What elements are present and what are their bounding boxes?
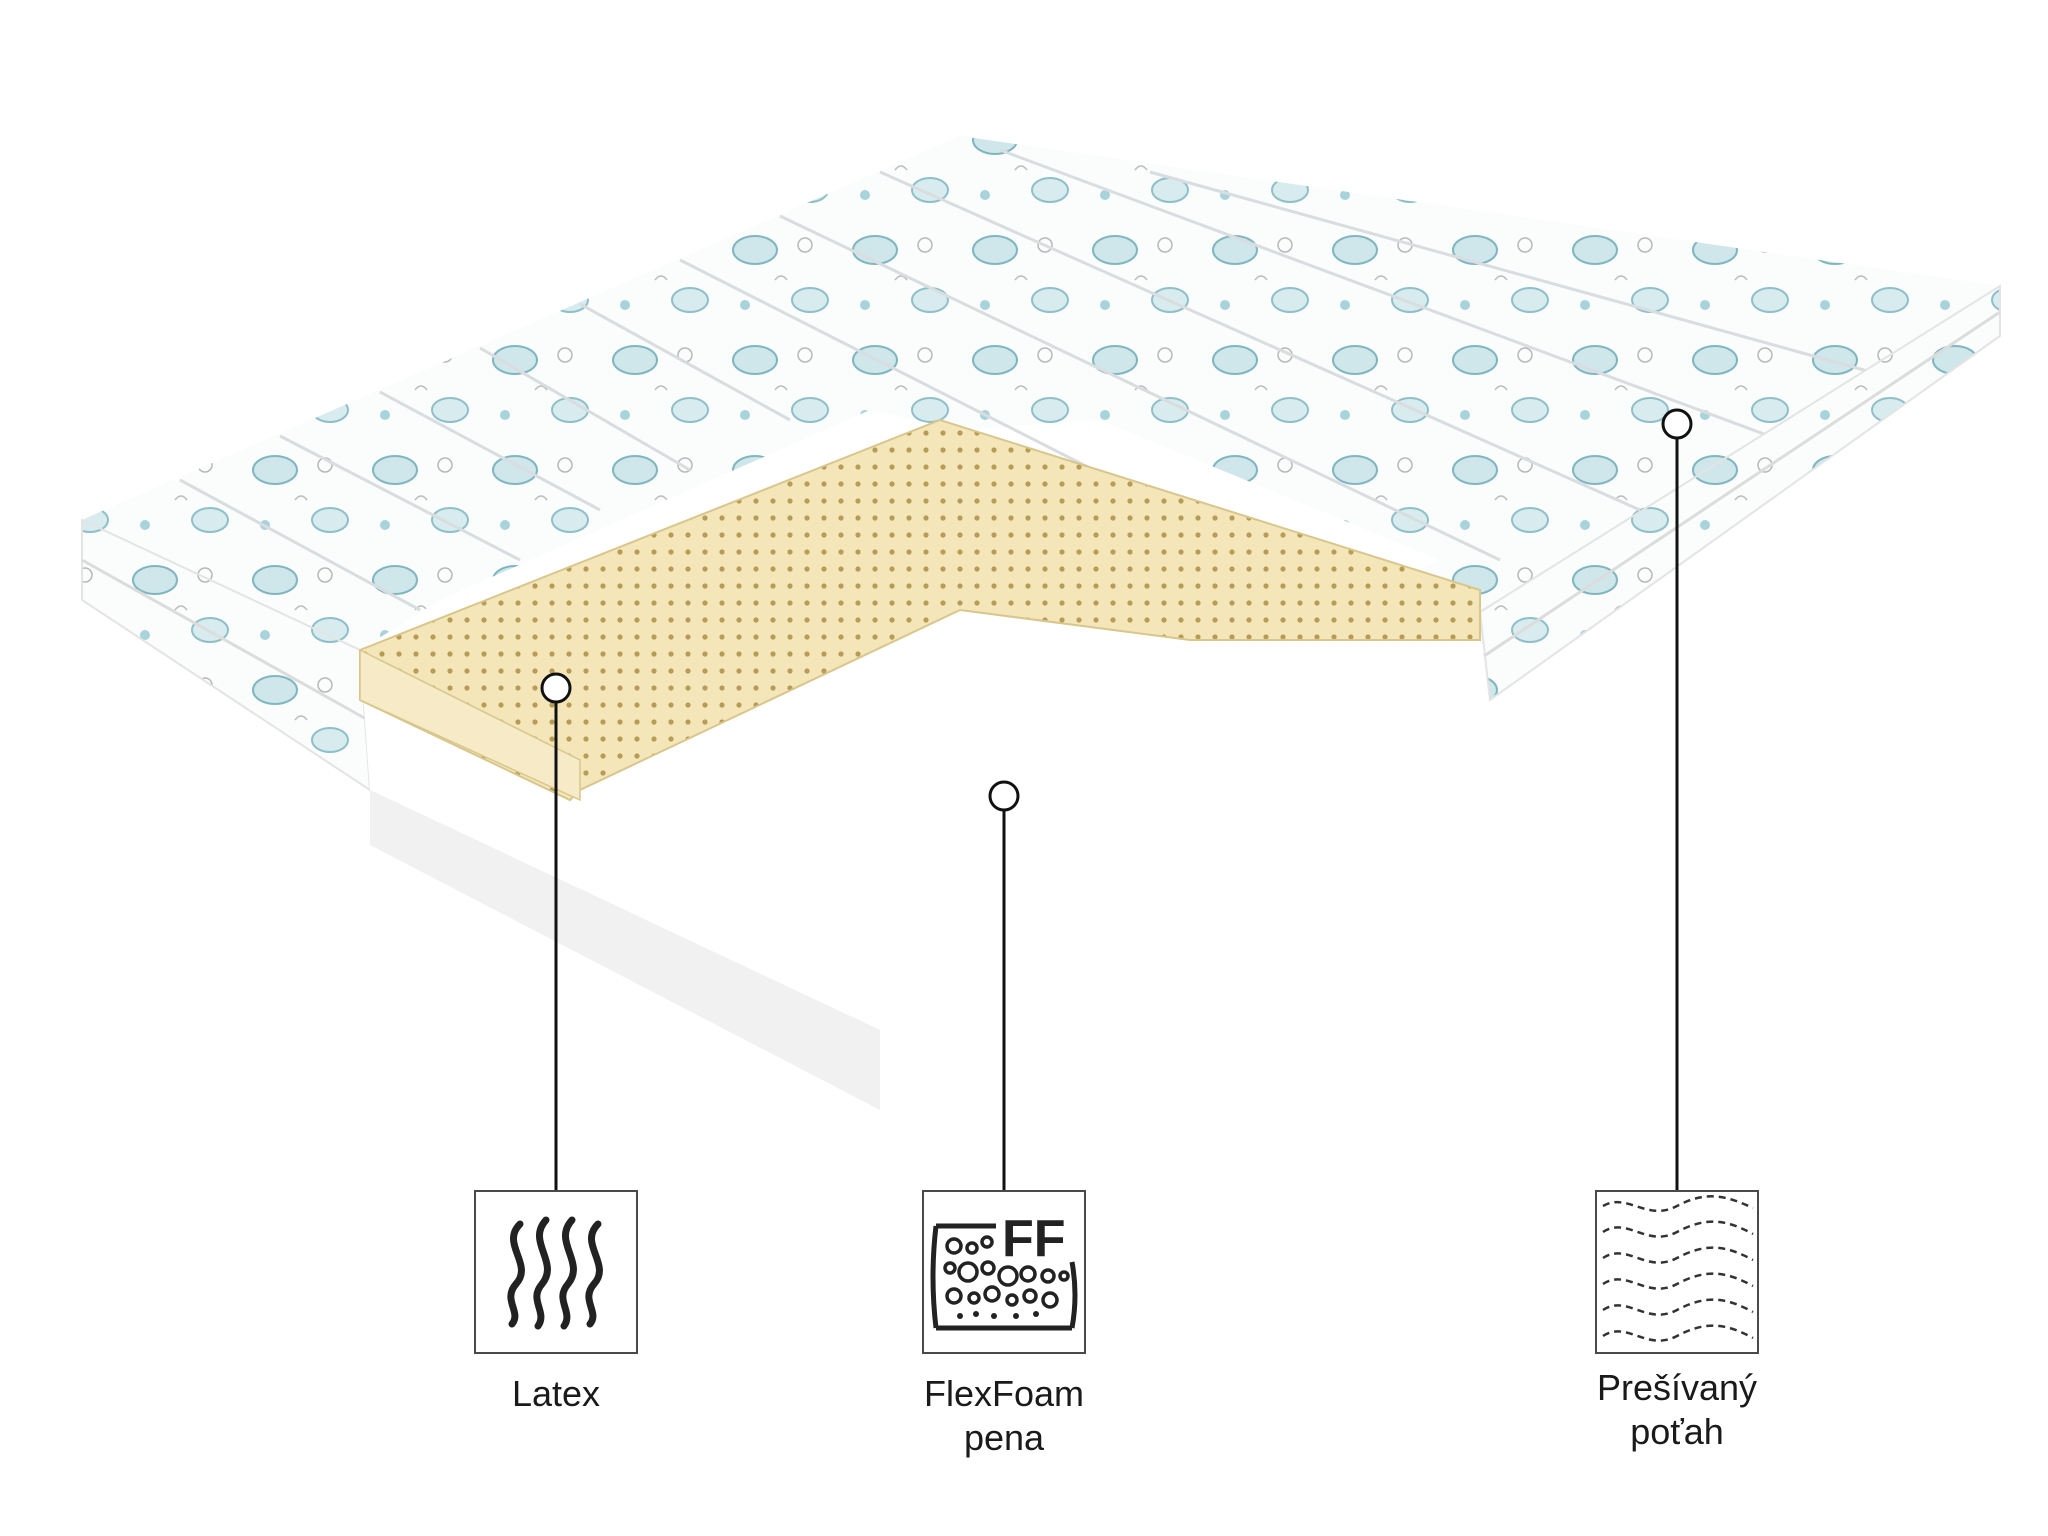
flexfoam-label-line2: pena	[963, 1417, 1045, 1458]
leader-flexfoam	[988, 780, 1020, 1190]
quilted-feature-icon-box	[1595, 1190, 1759, 1354]
flexfoam-label-line1: FlexFoam	[923, 1373, 1085, 1414]
latex-label-text: Latex	[511, 1373, 601, 1414]
leader-quilted	[1661, 408, 1693, 1190]
quilted-label-line1: Prešívaný	[1596, 1367, 1758, 1408]
quilted-waves-icon	[1602, 1195, 1754, 1342]
latex-layer	[359, 418, 1481, 802]
leader-latex	[540, 672, 572, 1190]
latex-feature-icon-box	[474, 1190, 638, 1354]
flexfoam-feature-icon-box: FF	[922, 1190, 1086, 1354]
latex-label: Latex	[406, 1372, 706, 1416]
wavy-lines-icon	[507, 1216, 603, 1330]
mattress-cover	[81, 136, 2001, 792]
ff-icon-text: FF	[1002, 1210, 1066, 1268]
foam-bubbles-icon: FF	[930, 1210, 1078, 1331]
quilted-label: Prešívaný poťah	[1527, 1366, 1827, 1454]
flexfoam-label: FlexFoam pena	[854, 1372, 1154, 1460]
quilted-label-line2: poťah	[1630, 1411, 1724, 1452]
